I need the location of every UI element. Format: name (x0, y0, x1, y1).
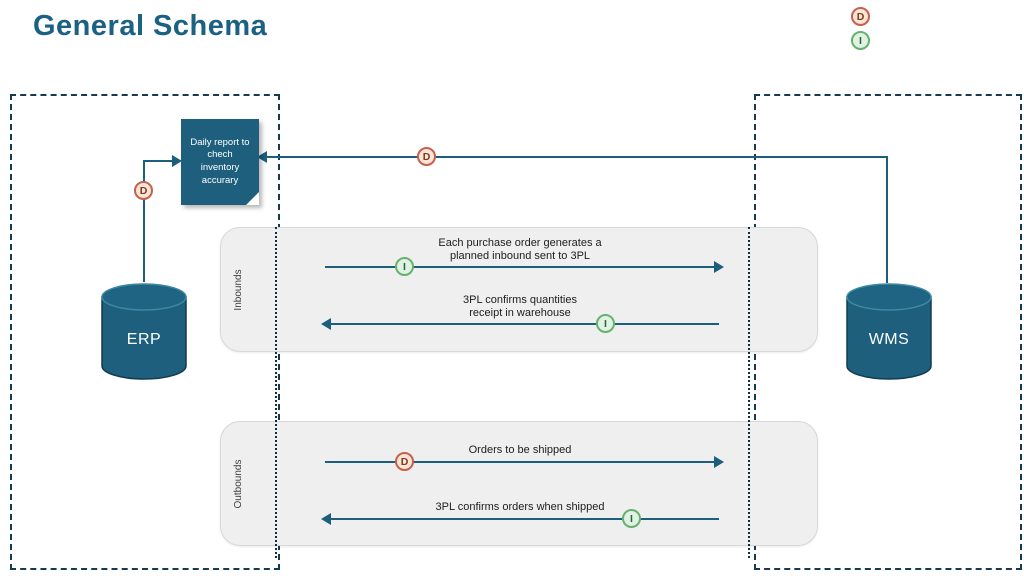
arrowhead-left-icon (257, 151, 267, 163)
diagram-title: General Schema (33, 10, 268, 42)
outbounds-lane-label: Outbounds (233, 459, 244, 508)
flow-label-line: receipt in warehouse (469, 307, 571, 319)
daily-report-note: Daily report to chech inventory accurary (181, 119, 259, 205)
wms-to-report-line (266, 156, 888, 158)
wms-integration-border (748, 227, 750, 558)
flow-arrow-inbound-po (325, 266, 717, 268)
erp-integration-border (275, 227, 277, 558)
flow-label-inbound-po: Each purchase order generates a planned … (320, 237, 720, 263)
erp-report-daily-badge: D (134, 181, 153, 200)
erp-database: ERP (99, 281, 189, 382)
outbound-confirm-instant-badge: I (622, 509, 641, 528)
flow-label-line: 3PL confirms quantities (463, 294, 577, 306)
flow-label-line: Orders to be shipped (468, 444, 572, 456)
database-cylinder-icon (846, 283, 932, 380)
flow-label-inbound-confirm: 3PL confirms quantities receipt in wareh… (320, 294, 720, 320)
inbound-confirm-instant-badge: I (596, 314, 615, 333)
flow-label-line: planned inbound sent to 3PL (449, 250, 591, 262)
daily-report-note-text: Daily report to chech inventory accurary (190, 136, 250, 186)
flow-arrow-outbound-orders (325, 461, 717, 463)
inbounds-lane: Inbounds (220, 227, 818, 352)
flow-arrow-outbound-confirm (331, 518, 719, 520)
erp-to-report-line (143, 160, 174, 162)
inbound-po-instant-badge: I (395, 257, 414, 276)
outbounds-lane: Outbounds (220, 421, 818, 546)
arrowhead-left-icon (321, 318, 331, 330)
flow-label-outbound-orders: Orders to be shipped (320, 444, 720, 457)
wms-label: WMS (868, 331, 910, 348)
wms-report-daily-badge: D (417, 147, 436, 166)
wms-database: WMS (844, 281, 934, 382)
legend-instant-badge: I (851, 31, 870, 50)
legend-daily-badge: D (851, 7, 870, 26)
wms-to-report-line-vertical (886, 157, 888, 283)
erp-to-report-line-vertical (143, 161, 145, 282)
flow-label-line: 3PL confirms orders when shipped (435, 501, 605, 513)
flow-label-outbound-confirm: 3PL confirms orders when shipped (320, 501, 720, 514)
inbounds-lane-label: Inbounds (233, 268, 244, 311)
database-cylinder-icon (101, 283, 187, 380)
outbound-orders-daily-badge: D (395, 452, 414, 471)
arrowhead-right-icon (714, 456, 724, 468)
arrowhead-right-icon (172, 155, 182, 167)
arrowhead-right-icon (714, 261, 724, 273)
flow-arrow-inbound-confirm (331, 323, 719, 325)
arrowhead-left-icon (321, 513, 331, 525)
erp-label: ERP (126, 331, 162, 348)
flow-label-line: Each purchase order generates a (438, 237, 602, 249)
